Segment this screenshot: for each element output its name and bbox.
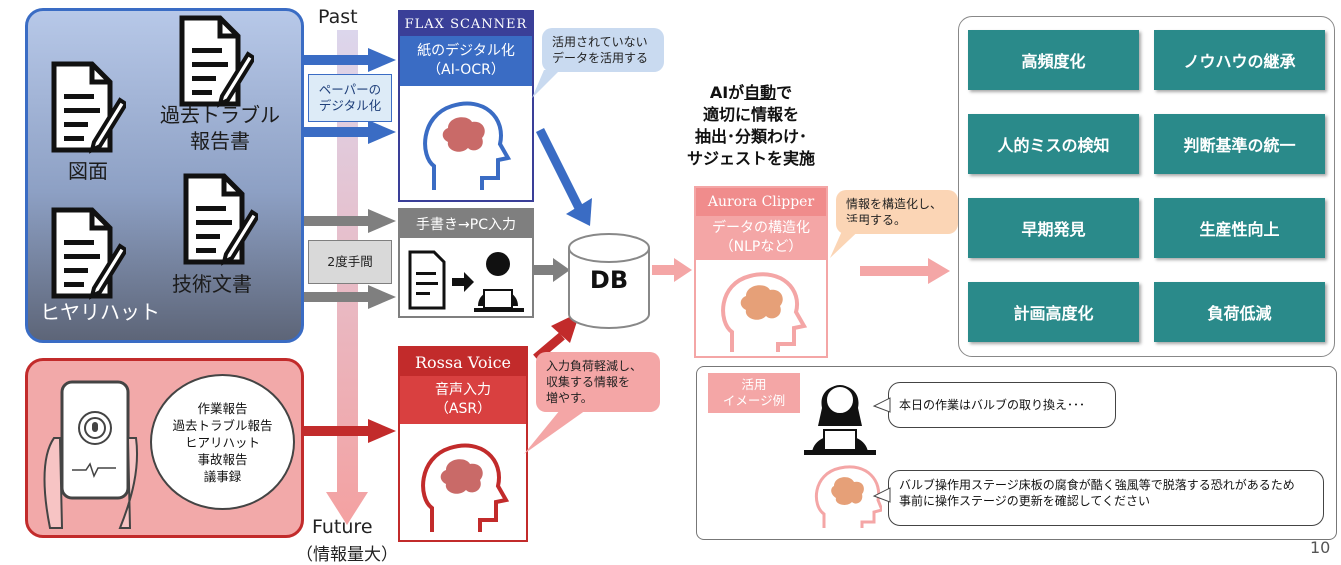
outcome-tile: 計画高度化	[968, 282, 1139, 342]
rossa-callout-line3: 増やす。	[546, 391, 593, 405]
ai-head-icon	[721, 272, 808, 352]
voice-items-bubble: 作業報告 過去トラブル報告 ヒアリハット 事故報告 議事録	[150, 374, 295, 510]
flax-callout-tail	[532, 70, 560, 98]
gray-arrow-2	[304, 285, 396, 309]
ai-head-icon	[815, 465, 882, 528]
flax-scanner-sub: 紙のデジタル化 （AI-OCR）	[400, 36, 532, 86]
manual-input-card: 手書き→PC入力	[398, 208, 534, 318]
outcome-tile: 生産性向上	[1154, 198, 1325, 258]
ai-head-icon	[423, 101, 512, 190]
rossa-sub-line1: 音声入力	[435, 382, 491, 398]
aurora-to-outcomes-arrow	[860, 258, 950, 284]
aurora-callout-tail	[830, 222, 868, 258]
smartphone-hand-icon	[43, 380, 139, 529]
database-icon	[568, 233, 650, 329]
timeline-past-label: Past	[318, 6, 358, 28]
blue-arrow-1	[304, 48, 396, 72]
page-number: 10	[1310, 538, 1331, 557]
database-label: DB	[589, 266, 629, 294]
ai-text-line1-post: で	[776, 83, 793, 102]
ai-speech-line2: 事前に操作ステージの更新を確認してください	[899, 494, 1151, 508]
flax-callout: 活用されていない データを活用する	[542, 28, 664, 72]
flax-callout-line2: データを活用する	[552, 51, 649, 65]
usage-example-tag: 活用 イメージ例	[708, 373, 800, 413]
user-speech-bubble: 本日の作業はバルブの取り換え･･･	[888, 382, 1116, 428]
rossa-callout-line1: 入力負荷軽減し、	[546, 359, 643, 373]
digitize-tag-line1: ペーパーの	[318, 82, 382, 97]
outcome-tile: 判断基準の統一	[1154, 114, 1325, 174]
red-arrow	[304, 419, 396, 443]
ai-text-line1-pre: AIが	[709, 83, 745, 102]
manual-to-db-arrow	[534, 258, 570, 282]
voice-item: 作業報告	[197, 400, 248, 416]
gray-arrow-1	[304, 209, 396, 233]
tech-doc-label: 技術文書	[172, 272, 252, 296]
outcome-tile: 負荷低減	[1154, 282, 1325, 342]
ai-speech-tail	[872, 487, 891, 503]
aurora-sub-line1: データの構造化	[712, 220, 810, 236]
near-miss-doc-icon	[51, 207, 126, 300]
rossa-voice-title: Rossa Voice	[400, 348, 526, 376]
ai-head-icon	[421, 443, 510, 532]
digitize-tag-line2: デジタル化	[318, 98, 382, 113]
aurora-clipper-title: Aurora Clipper	[696, 188, 826, 216]
operator-avatar-icon	[804, 385, 876, 455]
drawing-label: 図面	[68, 159, 108, 183]
user-speech-tail	[872, 397, 891, 413]
timeline-future-label: Future	[312, 516, 373, 538]
voice-item: 過去トラブル報告	[172, 417, 273, 433]
flax-sub-line1: 紙のデジタル化	[417, 43, 515, 59]
trouble-report-label: 過去トラブル 報告書	[158, 102, 282, 154]
voice-item: ヒアリハット	[184, 434, 260, 450]
flax-sub-line2: （AI-OCR）	[427, 62, 505, 78]
rossa-sub-line2: （ASR）	[434, 401, 492, 417]
trouble-report-doc-icon	[179, 15, 254, 108]
rossa-callout-tail	[524, 410, 586, 454]
drawing-doc-icon	[51, 61, 126, 154]
ai-text-line1-underlined: 自動	[744, 83, 777, 102]
outcome-tile: ノウハウの継承	[1154, 30, 1325, 90]
timeline-future-sub: （情報量大）	[296, 545, 398, 565]
outcome-tile: 早期発見	[968, 198, 1139, 258]
outcome-tile: 人的ミスの検知	[968, 114, 1139, 174]
trouble-report-label-line2: 報告書	[190, 129, 250, 153]
ai-processing-text: AIが自動で 適切に情報を 抽出･分類わけ･ サジェストを実施	[676, 82, 826, 170]
rossa-voice-card: Rossa Voice 音声入力 （ASR）	[398, 346, 528, 542]
aurora-callout-line1: 情報を構造化し、	[846, 197, 943, 211]
db-to-aurora-arrow	[652, 258, 692, 282]
aurora-clipper-sub: データの構造化 （NLPなど）	[696, 216, 826, 260]
outcome-tile: 高頻度化	[968, 30, 1139, 90]
handwriting-to-pc-icon	[408, 250, 524, 312]
aurora-clipper-card: Aurora Clipper データの構造化 （NLPなど）	[694, 186, 828, 358]
rossa-callout-line2: 収集する情報を	[546, 375, 631, 389]
voice-item: 事故報告	[197, 451, 248, 467]
ai-text-line4: サジェストを実施	[686, 149, 815, 168]
near-miss-label: ヒヤリハット	[40, 300, 160, 324]
flax-to-db-arrow	[535, 127, 592, 226]
rossa-voice-sub: 音声入力 （ASR）	[400, 376, 526, 424]
ai-speech-bubble: バルブ操作用ステージ床板の腐食が酷く強風等で脱落する恐れがあるため 事前に操作ス…	[888, 470, 1324, 526]
rossa-callout: 入力負荷軽減し、 収集する情報を 増やす。	[536, 352, 660, 412]
usage-tag-line2: イメージ例	[722, 393, 786, 408]
flax-scanner-card: FLAX SCANNER 紙のデジタル化 （AI-OCR）	[398, 10, 534, 202]
aurora-sub-line2: （NLPなど）	[719, 239, 803, 255]
blue-arrow-2	[304, 120, 396, 144]
ai-speech-line1: バルブ操作用ステージ床板の腐食が酷く強風等で脱落する恐れがあるため	[899, 478, 1295, 492]
tech-doc-icon	[183, 173, 258, 266]
ai-text-line1: AIが自動で	[710, 82, 792, 104]
double-effort-tag: 2度手間	[308, 240, 392, 284]
ai-text-line3: 抽出･分類わけ･	[694, 127, 807, 146]
digitize-tag: ペーパーの デジタル化	[308, 74, 392, 122]
voice-item: 議事録	[203, 468, 242, 484]
manual-input-title: 手書き→PC入力	[400, 210, 532, 238]
usage-tag-line1: 活用	[741, 377, 767, 392]
ai-text-line2: 適切に情報を	[702, 105, 799, 124]
flax-scanner-title: FLAX SCANNER	[400, 12, 532, 36]
flax-callout-line1: 活用されていない	[552, 35, 648, 49]
trouble-report-label-line1: 過去トラブル	[160, 103, 280, 127]
